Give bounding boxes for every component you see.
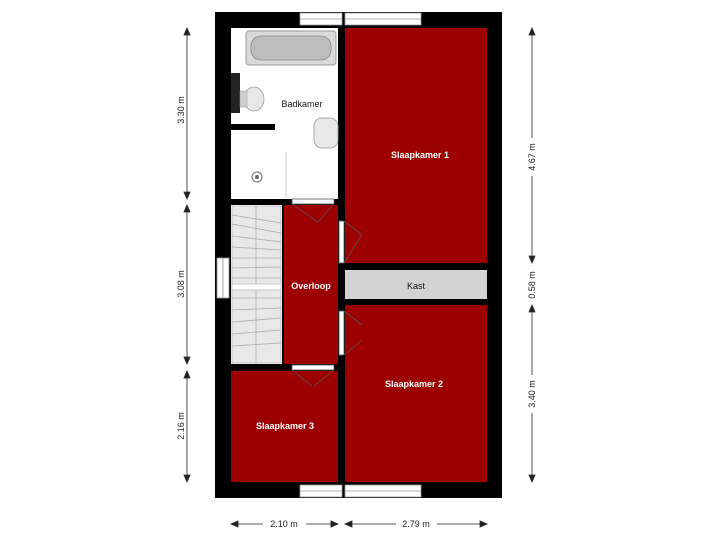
overloop-area xyxy=(284,205,338,364)
label-overloop: Overloop xyxy=(291,281,331,291)
dimension-lines-left xyxy=(183,26,191,484)
kast-area xyxy=(345,270,487,299)
dimension-lines-right xyxy=(528,26,536,484)
shower-drain-center xyxy=(255,175,259,179)
toilet-seat xyxy=(239,90,248,108)
sink xyxy=(313,117,339,149)
dim-right-mid-bg xyxy=(526,266,538,304)
toilet-tank xyxy=(231,73,240,113)
stairs xyxy=(231,205,282,364)
bathtub-inner xyxy=(250,35,332,61)
dim-bottom-right: 2.79 m xyxy=(402,519,430,529)
dim-left-mid: 3.08 m xyxy=(176,270,186,298)
doors xyxy=(291,198,363,387)
dim-right-top-bg xyxy=(526,138,538,176)
label-badkamer: Badkamer xyxy=(281,99,322,109)
dim-right-mid: 0.58 m xyxy=(527,271,537,299)
slaapkamer-1-area xyxy=(345,28,487,263)
label-slaapkamer-3: Slaapkamer 3 xyxy=(256,421,314,431)
shower-drain xyxy=(251,171,263,183)
label-slaapkamer-1: Slaapkamer 1 xyxy=(391,150,449,160)
label-kast: Kast xyxy=(407,281,426,291)
dim-bottom-left: 2.10 m xyxy=(270,519,298,529)
slaapkamer-3-area xyxy=(231,371,338,482)
windows xyxy=(216,12,422,498)
bath-partition xyxy=(231,124,275,130)
dim-left-bottom: 2.16 m xyxy=(176,412,186,440)
dim-right-bottom: 3.40 m xyxy=(527,380,537,408)
dim-left-top: 3.30 m xyxy=(176,96,186,124)
slaapkamer-2-area xyxy=(345,305,487,482)
dimension-lines-bottom xyxy=(229,520,489,528)
dim-right-top: 4.67 m xyxy=(527,143,537,171)
dim-right-bottom-bg xyxy=(526,375,538,413)
label-slaapkamer-2: Slaapkamer 2 xyxy=(385,379,443,389)
